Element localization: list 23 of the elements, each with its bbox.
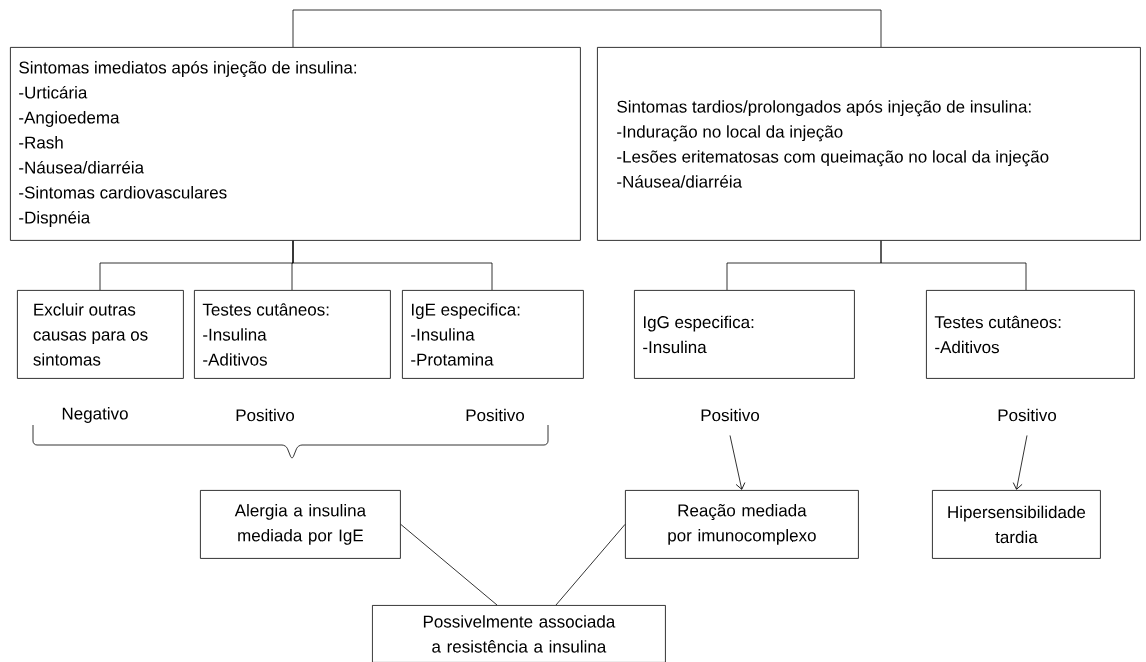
arrow	[729, 435, 746, 490]
result-label: Positivo	[236, 408, 295, 422]
arrow	[1012, 435, 1028, 490]
result-label: Positivo	[466, 408, 525, 422]
connector-line	[292, 240, 493, 291]
text-box: Testes cutâneos: -Insulina -Aditivos	[194, 290, 391, 379]
text-box: IgE especifica: -Insulina -Protamina	[402, 290, 584, 379]
result-label: Positivo	[998, 408, 1057, 422]
connector-line	[400, 524, 498, 606]
text-box: Testes cutâneos: -Aditivos	[926, 290, 1135, 379]
text-box: Excluir outras causas para os sintomas	[17, 290, 184, 379]
text-box: Sintomas imediatos após injeção de insulina: -Urticária -Angioedema -Rash -Náusea/diarréia -Sintomas cardiovasculares -Dispnéia	[10, 47, 581, 241]
connector-line	[555, 524, 626, 606]
condition-box: Reação mediada por imunocomplexo	[625, 490, 859, 559]
text-box: Sintomas tardios/prolongados após injeção de insulina: -Induração no local da injeção -Lesões eritematosas com queimação no local da injeção -Náusea/diarréia	[597, 47, 1141, 241]
condition-box: Possivelmente associada a resistência a insulina	[372, 605, 666, 662]
text-box: IgG especifica: -Insulina	[634, 290, 855, 379]
condition-box: Alergia a insulina mediada por IgE	[200, 490, 401, 559]
condition-box: Hipersensibilidade tardia	[932, 490, 1101, 559]
result-label: Positivo	[701, 408, 760, 422]
result-label: Negativo	[62, 407, 128, 423]
connector-line	[880, 240, 1027, 291]
connector-line	[292, 9, 882, 48]
